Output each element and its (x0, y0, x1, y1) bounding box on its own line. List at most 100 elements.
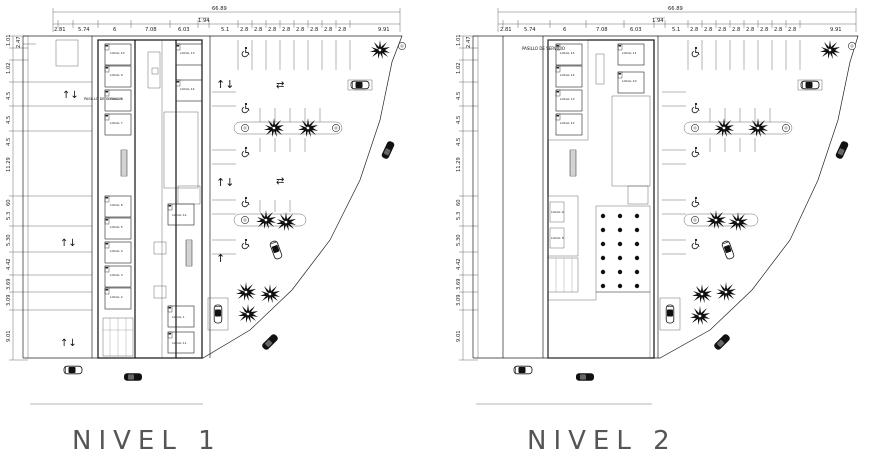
table-grid (600, 213, 640, 289)
palm-tree-icon (238, 304, 258, 323)
car-icon (380, 140, 396, 160)
local-label: LOCAL 12 (172, 213, 187, 217)
traffic-arrow-icon: ↑↓ (60, 238, 77, 249)
wheelchair-accessible-icon (241, 102, 250, 114)
dim-label: 6 (563, 27, 566, 33)
car-icon (834, 140, 850, 160)
dim-label: 2.8 (788, 27, 796, 33)
dim-label: 6.03 (178, 27, 190, 33)
car-icon (350, 80, 370, 90)
dim-label: 6 (113, 27, 116, 33)
car-icon (513, 365, 533, 375)
local-label: LOCAL 15 (560, 51, 575, 55)
service-hall-label: PASILLO DE SERVICIO (84, 97, 123, 101)
dim-label: 2.8 (718, 27, 726, 33)
right-parking-area (513, 36, 856, 381)
vdim-label: 3.69 (456, 278, 462, 290)
vdim-label: 5.30 (456, 234, 462, 246)
horizontal-dimensions: 66.89 1.94 2.81 5.74 6 7.08 6.03 5.1 2.8… (52, 6, 401, 33)
dim-label: 2.8 (296, 27, 304, 33)
palm-tree-icon (716, 282, 736, 301)
dim-label: 2.81 (54, 27, 66, 33)
dim-label: 2.8 (338, 27, 346, 33)
local-label: LOCAL 3 (110, 273, 123, 277)
vdim-label: 4.5 (456, 92, 462, 100)
wheelchair-accessible-icon (241, 46, 250, 58)
traffic-arrow-icon: ↑↓ (216, 78, 234, 91)
dim-label: 2.8 (690, 27, 698, 33)
vdim-label: 5.3 (6, 212, 12, 220)
site-outline (22, 35, 403, 359)
dim-label: 2.8 (746, 27, 754, 33)
dim-label: 2.8 (704, 27, 712, 33)
traffic-arrow-icon: ↑↓ (62, 90, 79, 101)
palm-tree-icon (370, 40, 390, 59)
vertical-dimensions: 1.01 2.47 1.02 4.5 4.5 4.5 11.29 60 5.3 … (6, 34, 28, 361)
palm-tree-icon (692, 284, 712, 303)
car-icon (268, 239, 284, 261)
dim-label: 2.81 (500, 27, 512, 33)
wheelchair-accessible-icon (691, 196, 700, 208)
horizontal-dimensions: 66.89 1.94 2.81 5.74 6 7.08 6.03 5.1 2.8… (497, 6, 857, 33)
local-label: LOCAL 8 (110, 97, 123, 101)
vdim-label: 5.30 (6, 234, 12, 246)
sub-dimension: 1.94 (198, 18, 210, 24)
vdim-label: 1.01 (6, 34, 12, 46)
vdim-label: 1.01 (456, 34, 462, 46)
sub-dimension: 1.94 (652, 18, 664, 24)
vdim-label: 1.02 (456, 62, 462, 74)
traffic-arrow-icon: ⇄ (276, 80, 284, 91)
vdim-label: 4.5 (6, 92, 12, 100)
palm-tree-icon (236, 282, 256, 301)
vdim-label: 11.29 (456, 157, 462, 172)
palm-tree-icon (820, 40, 840, 59)
vdim-label: 4.42 (6, 258, 12, 270)
dim-label: 6.03 (630, 27, 642, 33)
total-dimension: 66.89 (212, 6, 227, 12)
vdim-label: 2.47 (466, 36, 472, 48)
palm-tree-icon (260, 284, 280, 303)
vdim-label: 2.47 (16, 36, 22, 48)
local-label: LOCAL 14 (560, 73, 575, 77)
wheelchair-accessible-icon (691, 46, 700, 58)
dim-label: 2.8 (268, 27, 276, 33)
wheelchair-accessible-icon (241, 238, 250, 250)
level-title: NIVEL 2 (527, 426, 677, 456)
palm-tree-icon (276, 212, 296, 231)
vdim-label: 60 (6, 199, 12, 206)
service-hall-label: PASILLO DE SERVICIO (522, 46, 565, 51)
car-icon (800, 80, 820, 90)
local-label: LOCAL 9 (551, 210, 564, 214)
vdim-label: 4.5 (456, 116, 462, 124)
vdim-label: 4.5 (6, 116, 12, 124)
local-label: LOCAL 11 (622, 51, 637, 55)
local-label: LOCAL 10 (622, 79, 637, 83)
car-icon (213, 304, 223, 324)
local-label: LOCAL 8 (551, 236, 564, 240)
local-label: LOCAL 12 (560, 121, 575, 125)
local-label: LOCAL 5 (110, 225, 123, 229)
dim-label: 9.91 (830, 27, 842, 33)
vdim-label: 3.09 (456, 294, 462, 306)
site-outline (472, 35, 859, 359)
local-label: LOCAL 7 (110, 121, 123, 125)
commercial-block: LOCAL 10 LOCAL 9 LOCAL 8 LOCAL 7 LOCAL 6… (97, 39, 203, 359)
car-icon (665, 304, 675, 324)
local-label: LOCAL 11 (172, 341, 187, 345)
vdim-label: 4.42 (456, 258, 462, 270)
local-label: LOCAL 1 (172, 315, 185, 319)
dim-label: 2.8 (240, 27, 248, 33)
traffic-arrow-icon: ↑↓ (216, 176, 234, 189)
wheelchair-accessible-icon (691, 102, 700, 114)
vdim-label: 5.3 (456, 212, 462, 220)
dim-label: 2.8 (282, 27, 290, 33)
vdim-label: 60 (456, 199, 462, 206)
plan-nivel-2: 66.89 1.94 2.81 5.74 6 7.08 6.03 5.1 2.8… (456, 6, 859, 456)
palm-tree-icon (690, 306, 710, 325)
dim-label: 2.8 (760, 27, 768, 33)
wheelchair-accessible-icon (691, 238, 700, 250)
vdim-label: 3.09 (6, 294, 12, 306)
wheelchair-accessible-icon (241, 196, 250, 208)
vdim-label: 4.5 (456, 138, 462, 146)
